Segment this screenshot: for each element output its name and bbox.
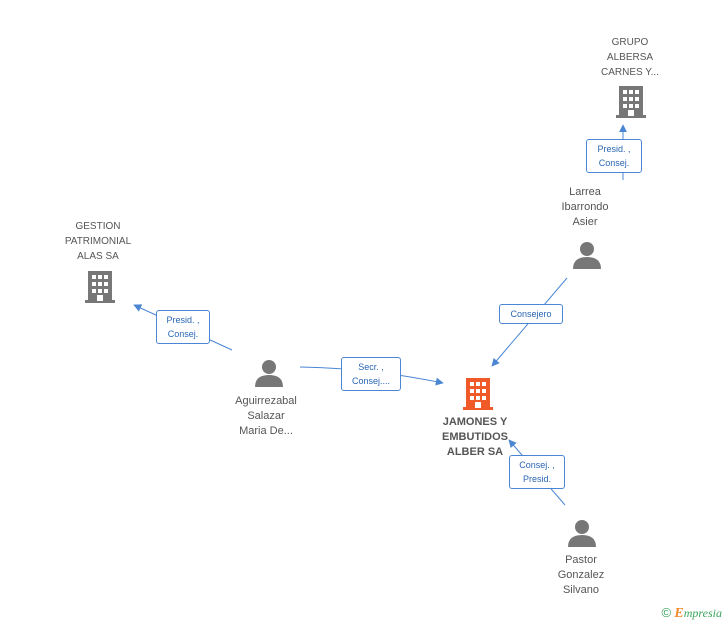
label-line: Maria De... [239, 425, 293, 437]
copyright-icon: © [661, 605, 672, 620]
building-icon-highlighted[interactable] [462, 377, 494, 411]
node-label-larrea[interactable]: Larrea Ibarrondo Asier [535, 185, 635, 230]
label-line: PATRIMONIAL [64, 236, 132, 247]
empresia-logo[interactable]: © Empresia [661, 605, 722, 622]
label-line: JAMONES Y [442, 416, 508, 428]
label-line: Ibarrondo [561, 201, 609, 213]
edge-label-pastor-jamones: Consej. , Presid. [509, 455, 565, 489]
label-line: ALBERSA [606, 52, 654, 63]
edge-label-aguirre-gestion: Presid. , Consej. [156, 310, 210, 344]
edge-label-aguirre-jamones: Secr. , Consej.... [341, 357, 401, 391]
label-line: Larrea [569, 186, 601, 198]
person-icon[interactable] [567, 518, 597, 548]
label-line: Aguirrezabal [235, 395, 297, 407]
edge-label-line: Secr. , [358, 362, 384, 372]
brand-name: mpresia [683, 606, 722, 620]
label-line: Salazar [247, 410, 285, 422]
label-line: Asier [572, 216, 598, 228]
edge-label-larrea-grupo: Presid. , Consej. [586, 139, 642, 173]
label-line: ALAS SA [77, 251, 119, 262]
label-line: GRUPO [611, 37, 649, 48]
edge-label-line: Consejero [510, 309, 552, 319]
building-icon[interactable] [84, 270, 116, 304]
label-line: ALBER SA [446, 446, 504, 458]
label-line: EMBUTIDOS [442, 431, 508, 443]
node-label-aguirrezabal[interactable]: Aguirrezabal Salazar Maria De... [216, 394, 316, 439]
node-label-grupo-albersa[interactable]: GRUPO ALBERSA CARNES Y... [580, 35, 680, 80]
node-label-gestion-patrimonial[interactable]: GESTION PATRIMONIAL ALAS SA [48, 219, 148, 264]
edge-label-line: Presid. [522, 474, 551, 484]
label-line: Silvano [562, 584, 600, 596]
edge-label-line: Consej. [167, 329, 199, 339]
person-icon[interactable] [572, 240, 602, 270]
node-label-jamones[interactable]: JAMONES Y EMBUTIDOS ALBER SA [425, 415, 525, 460]
node-label-pastor[interactable]: Pastor Gonzalez Silvano [531, 553, 631, 598]
edge-label-line: Presid. , [597, 144, 631, 154]
label-line: Pastor [565, 554, 597, 566]
edge-label-line: Consej. , [519, 460, 555, 470]
edge-label-line: Consej. [598, 158, 630, 168]
edge-label-larrea-jamones: Consejero [499, 304, 563, 324]
edge-label-line: Consej.... [351, 376, 391, 386]
label-line: Gonzalez [557, 569, 605, 581]
brand-initial: E [674, 606, 684, 621]
label-line: GESTION [75, 221, 121, 232]
building-icon[interactable] [615, 85, 647, 119]
person-icon[interactable] [254, 358, 284, 388]
edge-label-line: Presid. , [166, 315, 200, 325]
label-line: CARNES Y... [601, 67, 659, 78]
